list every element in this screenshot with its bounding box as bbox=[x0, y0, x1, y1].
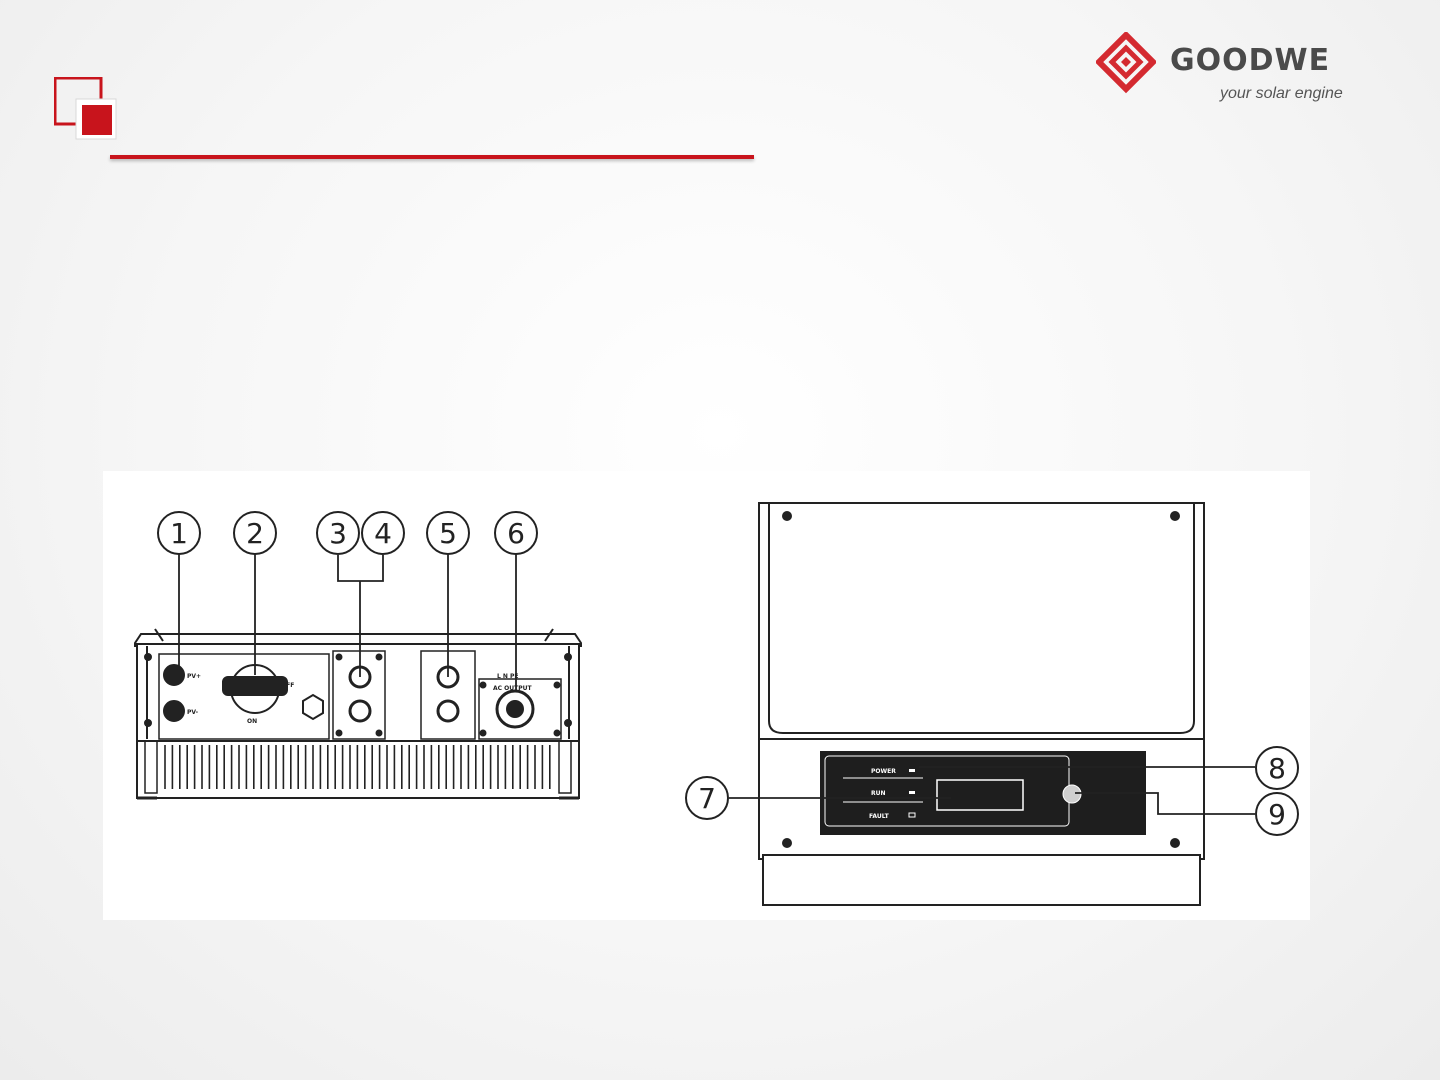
inverter-diagram: PV+ PV- ON OFF L N PE AC OUTPUT 1 2 3 bbox=[103, 471, 1310, 920]
callout-1: 1 bbox=[158, 512, 200, 554]
inverter-diagram-panel: PV+ PV- ON OFF L N PE AC OUTPUT 1 2 3 bbox=[103, 471, 1310, 920]
callout-4-label: 4 bbox=[374, 517, 392, 550]
section-corner-icon bbox=[54, 77, 120, 143]
callout-4: 4 bbox=[362, 512, 404, 554]
callout-6: 6 bbox=[495, 512, 537, 554]
callout-2-label: 2 bbox=[246, 517, 264, 550]
indicator-run-led bbox=[909, 791, 915, 794]
indicator-fault-label: FAULT bbox=[869, 813, 890, 820]
indicator-power-label: POWER bbox=[871, 768, 896, 775]
indicator-run-label: RUN bbox=[871, 790, 886, 797]
callout-7-label: 7 bbox=[698, 782, 716, 815]
pv-minus-label: PV- bbox=[187, 709, 199, 716]
logo-wordmark: GOODWE bbox=[1170, 46, 1330, 76]
callout-8: 8 bbox=[1256, 747, 1298, 789]
callout-3: 3 bbox=[317, 512, 359, 554]
goodwe-logo: GOODWE your solar engine bbox=[1094, 32, 1356, 106]
callout-5: 5 bbox=[427, 512, 469, 554]
logo-tagline: your solar engine bbox=[1220, 86, 1343, 102]
switch-off-label: OFF bbox=[281, 682, 294, 689]
heat-sink-fins bbox=[165, 745, 550, 789]
title-underline bbox=[110, 155, 754, 159]
goodwe-diamond-icon bbox=[1096, 32, 1156, 94]
callout-1-label: 1 bbox=[170, 517, 188, 550]
callout-8-label: 8 bbox=[1268, 752, 1286, 785]
callout-5-label: 5 bbox=[439, 517, 457, 550]
lcd-screen bbox=[937, 780, 1023, 810]
callout-9-label: 9 bbox=[1268, 798, 1286, 831]
pv-plus-label: PV+ bbox=[187, 673, 201, 680]
switch-on-label: ON bbox=[247, 718, 257, 725]
callout-6-label: 6 bbox=[507, 517, 525, 550]
callout-7: 7 bbox=[686, 777, 728, 819]
inverter-front-view bbox=[759, 503, 1204, 905]
indicator-power-led bbox=[909, 769, 915, 772]
callout-2: 2 bbox=[234, 512, 276, 554]
ac-output-label: AC OUTPUT bbox=[493, 685, 532, 692]
callout-9: 9 bbox=[1256, 793, 1298, 835]
callout-3-label: 3 bbox=[329, 517, 347, 550]
function-button bbox=[1063, 785, 1081, 803]
